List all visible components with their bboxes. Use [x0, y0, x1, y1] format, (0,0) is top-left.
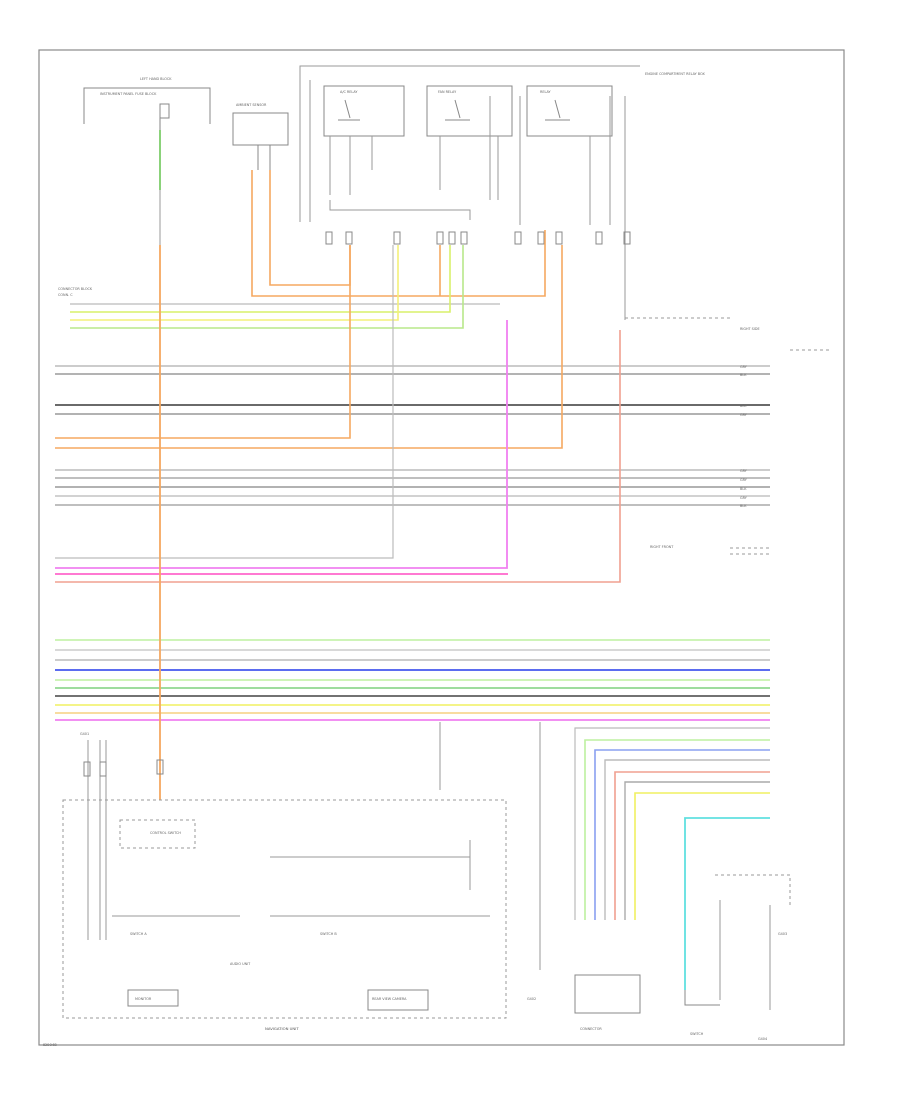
harness-rows-mid: [55, 469, 770, 506]
ambient-sensor-box: AMBIENT SENSOR: [232, 103, 289, 170]
svg-text:RIGHT FRONT: RIGHT FRONT: [650, 545, 674, 549]
yellow-wire: [70, 245, 399, 321]
harness-rows-upper: [55, 365, 770, 415]
svg-text:CONN. C: CONN. C: [58, 293, 73, 297]
svg-text:AUDIO UNIT: AUDIO UNIT: [230, 962, 251, 966]
svg-text:G401: G401: [80, 732, 89, 736]
svg-text:AMBIENT SENSOR: AMBIENT SENSOR: [236, 103, 267, 107]
relay-drops: [329, 96, 626, 320]
svg-text:SWITCH B: SWITCH B: [320, 932, 337, 936]
svg-text:CONTROL SWITCH: CONTROL SWITCH: [150, 831, 181, 835]
left-connector-block: CONNECTOR BLOCK CONN. C: [58, 287, 93, 297]
nav-label: NAVIGATION UNIT: [265, 1026, 299, 1031]
magenta-row-1: [55, 320, 508, 569]
far-right-ground-label: G404: [758, 1037, 767, 1041]
control-switch-box: [119, 819, 196, 849]
svg-text:SWITCH: SWITCH: [690, 1032, 704, 1036]
svg-text:GRY: GRY: [740, 478, 748, 482]
left-small-connectors: G401: [80, 732, 107, 940]
light-green-wire: [70, 245, 464, 329]
svg-text:GRY: GRY: [740, 496, 748, 500]
svg-text:GRY: GRY: [740, 413, 748, 417]
svg-text:BLK: BLK: [740, 373, 747, 377]
svg-text:MONITOR: MONITOR: [135, 997, 152, 1001]
salmon-row: [55, 330, 621, 583]
right-labels: GRY BLK BLK GRY GRY GRY BLK GRY BLK: [740, 365, 748, 508]
top-connectors: [325, 231, 631, 245]
orange-row-1: [55, 245, 351, 439]
svg-text:REAR VIEW CAMERA: REAR VIEW CAMERA: [372, 997, 407, 1001]
lower-right-fan: [574, 727, 770, 990]
svg-text:RIGHT SIDE: RIGHT SIDE: [740, 327, 760, 331]
switch-rows: SWITCH A SWITCH B AUDIO UNIT: [112, 840, 490, 966]
outer-frame: [38, 49, 845, 1046]
svg-text:LEFT HAND BLOCK: LEFT HAND BLOCK: [140, 77, 172, 81]
relay-center: FAN RELAY: [426, 85, 513, 137]
cyan-wire: [684, 817, 770, 990]
svg-text:GRY: GRY: [740, 365, 748, 369]
bottom-switch: [684, 990, 720, 1006]
svg-text:INSTRUMENT PANEL FUSE BLOCK: INSTRUMENT PANEL FUSE BLOCK: [100, 92, 157, 96]
center-ground-label: G402: [527, 997, 536, 1001]
svg-text:RELAY: RELAY: [540, 90, 552, 94]
camera-box: [367, 989, 429, 1011]
bottom-connector-box: [574, 974, 641, 1014]
relay-left: A/C RELAY: [323, 85, 405, 137]
navigation-unit-box: [62, 799, 507, 1019]
svg-text:CONNECTOR BLOCK: CONNECTOR BLOCK: [58, 287, 93, 291]
svg-text:FAN RELAY: FAN RELAY: [438, 90, 457, 94]
svg-text:SWITCH A: SWITCH A: [130, 932, 147, 936]
footer-code: ID0048: [43, 1042, 57, 1047]
relay-right: RELAY: [526, 85, 613, 137]
svg-text:BLK: BLK: [740, 487, 747, 491]
svg-text:BLK: BLK: [740, 504, 747, 508]
orange-row-2: [55, 245, 563, 449]
multicolor-bundle: [55, 639, 770, 721]
svg-text:BLK: BLK: [740, 404, 747, 408]
monitor-box: [127, 989, 179, 1007]
relay-bracket: [299, 65, 640, 222]
svg-text:G403: G403: [778, 932, 787, 936]
svg-text:GRY: GRY: [740, 469, 748, 473]
right-top-label: ENGINE COMPARTMENT RELAY BOX: [645, 72, 705, 76]
yellow-green-wire: [70, 245, 451, 313]
left-fuse-block: LEFT HAND BLOCK INSTRUMENT PANEL FUSE BL…: [83, 77, 211, 124]
svg-text:A/C RELAY: A/C RELAY: [340, 90, 358, 94]
svg-text:CONNECTOR: CONNECTOR: [580, 1027, 602, 1031]
